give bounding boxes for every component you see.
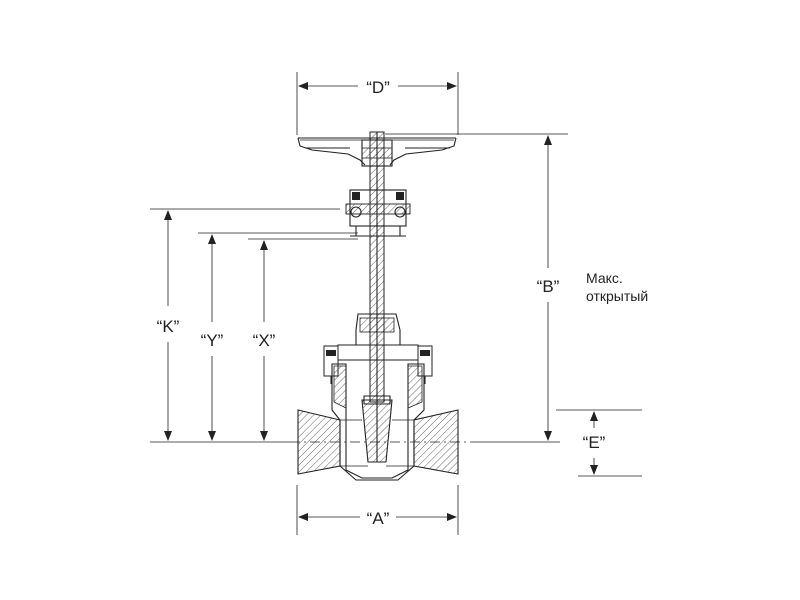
dimension-k: “K” (150, 208, 340, 441)
dimension-y-label: “Y” (201, 331, 224, 350)
dimension-y: “Y” (198, 232, 358, 441)
dimension-e: “E” (556, 409, 642, 477)
valve-stem (369, 131, 385, 403)
yoke-gland (345, 189, 411, 237)
dimension-k-label: “K” (157, 317, 180, 336)
dimension-a: “A” (296, 485, 459, 535)
dimension-b-label: “B” (537, 277, 560, 296)
dimension-x: “X” (248, 238, 358, 441)
valve-body (297, 363, 459, 481)
dimension-b: “B” Макс. открытый (385, 133, 648, 441)
dimension-e-label: “E” (583, 433, 606, 452)
dimension-b-note-line1: Макс. (586, 270, 623, 286)
dimension-d: “D” (296, 72, 459, 135)
dimension-b-note-line2: открытый (586, 288, 648, 304)
dimension-d-label: “D” (366, 78, 390, 97)
dimension-a-label: “A” (367, 509, 390, 528)
dimension-x-label: “X” (253, 331, 276, 350)
